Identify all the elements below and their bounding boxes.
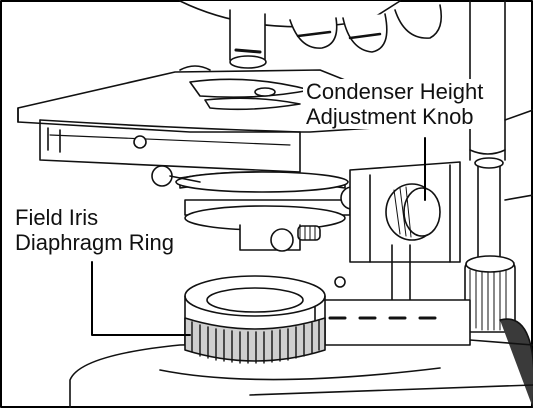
field-iris-label-line1: Field Iris: [15, 205, 99, 230]
microscope-arm: [469, 0, 533, 261]
field-iris-label: Field Iris Diaphragm Ring: [12, 205, 177, 255]
leader-line-iris: [91, 261, 191, 336]
condenser-knob-label-line1: Condenser Height: [306, 79, 484, 104]
condenser-knob: [334, 161, 461, 318]
condenser-assembly: [151, 165, 364, 252]
field-iris-ring: [184, 275, 326, 364]
objective-turret: [179, 0, 443, 69]
field-iris-label-line2: Diaphragm Ring: [15, 230, 174, 255]
microscope-base: [69, 299, 533, 408]
condenser-knob-label: Condenser Height Adjustment Knob: [303, 79, 487, 129]
condenser-knob-label-line2: Adjustment Knob: [306, 104, 474, 129]
